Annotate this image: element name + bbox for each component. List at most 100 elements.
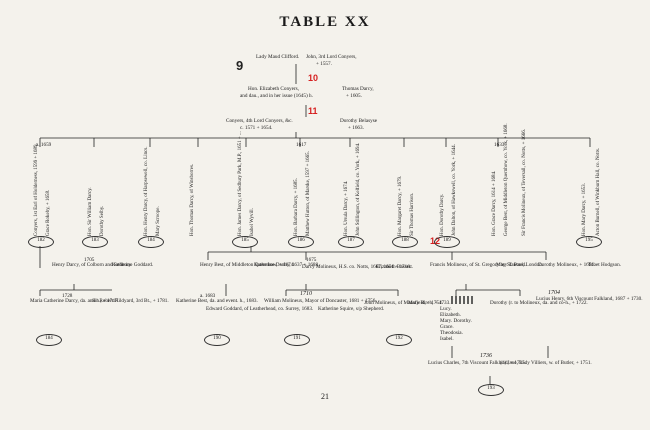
ref-number-193: 193 <box>487 386 495 391</box>
ref-number-195: 195 <box>585 238 593 243</box>
gen2-left-note: and dau., and in her issue (1645) h. <box>240 93 313 99</box>
gen4-child-19: Sir Francis Molineux, of Teversall, co. … <box>522 129 527 236</box>
ref-number-185: 185 <box>241 238 249 243</box>
ref-number-186: 186 <box>297 238 305 243</box>
gen6-edward-goddard: Edward Goddard, of Leatherhead, co. Surr… <box>206 306 314 312</box>
gen3-left: Conyers, 4th Lord Conyers, &c. <box>226 118 293 124</box>
page-title: TABLE XX <box>279 14 371 30</box>
gen4-child-11: Hon. Ursula Darcy, + 1674. <box>344 180 349 236</box>
gen5-katherine-danby: Katherine Danby, 1637 + 1688. <box>254 262 320 268</box>
gen4-child-14: Sir Thomas Harrison. <box>410 192 415 236</box>
gen2-right-date: + 1605. <box>346 93 362 99</box>
gen4-child-12: John Stillington, of Kelfield, co. York,… <box>356 142 361 236</box>
ref-marker-191 <box>284 334 310 346</box>
gen6-lucius-henry: Lucius Henry, 6th Viscount Falkland, 168… <box>536 296 643 302</box>
gen6-william-molineux: William Molineux, Mayor of Doncaster, 16… <box>264 298 377 304</box>
gen4-child-16: John Dalton, of Hawkswell, co. York, + 1… <box>452 144 457 236</box>
ref-marker-187 <box>338 236 364 248</box>
gen3-right: Dorothy Belasyse <box>340 118 378 124</box>
gen5-katherine-goddard: Katherine Goddard. <box>112 262 154 268</box>
gen4-date-17: 1633 <box>494 142 505 148</box>
gen5-dorothy-molineux: Dorothy Molineux, + 1691. <box>538 262 596 268</box>
gen4-child-17: Hon. Grace Darcy, 1614 + 1684. <box>492 170 497 236</box>
gen4-child-10: Matthew Hutton, of Marske, 1597 + 1665. <box>306 151 311 236</box>
ref-marker-189 <box>434 236 460 248</box>
gen6-katherine-best: Katherine Best, da. and event. h., 1683. <box>176 298 258 304</box>
ref-marker-185 <box>232 236 258 248</box>
annotation-9: 9 <box>236 58 244 73</box>
gen5-darcy-molineux: Darcy Molineux, H.S. co. Notts, 1667, 16… <box>302 264 412 270</box>
gen5-henry-best: Henry Best, of Middleton Quernhow, + 167… <box>200 262 295 268</box>
annotation-11: 11 <box>308 106 318 116</box>
ref-marker-195 <box>576 236 602 248</box>
handwritten-1710: 1710 <box>300 291 312 297</box>
gen2-right: Thomas Darcy, <box>342 86 374 92</box>
ref-marker-184 <box>36 334 62 346</box>
gen4-child-21: Acton Burnell, of Winkburn Hall, co. Not… <box>596 147 601 236</box>
gen5-henry-darcy: Henry Darcy, of Colborn and Sedbury. <box>52 262 133 268</box>
ref-number-182: 182 <box>37 238 45 243</box>
annotation-10: 10 <box>308 73 319 83</box>
ref-marker-190 <box>204 334 230 346</box>
gen4-child-9: Hon. Barbara Darcy, + 1685. <box>294 178 299 236</box>
gen5-francis-molineux: Francis Molineux, of St. Gregory by St. … <box>430 262 544 268</box>
gen4-child-7: Hon. James Darcy, of Sedbury Park, M.P.,… <box>238 131 243 236</box>
gen6-katherine-squire: Katherine Squire, s/p Shepherd. <box>318 306 385 312</box>
ref-number-188: 188 <box>401 238 409 243</box>
gen4-child-18: George Best, of Middleton Quernhow, co. … <box>504 123 509 236</box>
gen4-child-8: Isabel Wyvill. <box>250 208 255 236</box>
gen1-right: John, 3rd Lord Conyers, <box>306 54 357 60</box>
ref-marker-186 <box>288 236 314 248</box>
gen7-jane-lady-villiers: (1) Jane, Lady Villiers, w. of Butler, +… <box>500 360 592 366</box>
ref-number-190: 190 <box>213 336 221 341</box>
gen6-date-a1683: a. 1683 <box>200 293 216 299</box>
gen4-child-20: Hon. Mary Darcy, + 1653. <box>582 183 587 236</box>
gen5-date-1705: 1705 <box>84 257 95 263</box>
gen4-child-3: Dorothy Selby. <box>100 205 105 236</box>
gen6-dorothy-molineux: Dorothy (r. to Molineux, da. and co-h., … <box>490 300 588 306</box>
gen4-date-0: a. 1659 <box>36 142 52 148</box>
gen1-left: Lady Maud Clifford. <box>256 54 300 60</box>
ref-number-191: 191 <box>293 336 301 341</box>
gen2-left: Hon. Elizabeth Conyers, <box>248 86 299 92</box>
gen4-child-1: Grace Rokeby, + 1658. <box>46 189 51 236</box>
gen6-lucy-sisters: Lucy. Elizabeth. Mary. Dorothy. Grace. T… <box>440 306 472 342</box>
ref-marker-184 <box>138 236 164 248</box>
gen5-mary-tancred: Mary Tancred. <box>496 262 527 268</box>
gen4-child-15: Hon. Dorothy Darcy. <box>440 193 445 236</box>
ref-marker-183 <box>82 236 108 248</box>
gen7-lucius-charles: Lucius Charles, 7th Viscount Falkland, +… <box>428 360 527 366</box>
gen3-right-date: + 1663. <box>348 125 364 131</box>
gen6-maria-catherine-darcy: Maria Catherine Darcy, da. and h., + 174… <box>30 298 119 304</box>
gen5-date-1675: 1675 <box>306 257 317 263</box>
ref-number-192: 192 <box>395 336 403 341</box>
gen3-left-date: c. 1571 + 1654. <box>240 125 273 131</box>
gen5-elizabeth-bassett: Elizabeth Bassett. <box>376 264 414 270</box>
ref-number-187: 187 <box>347 238 355 243</box>
gen4-child-5: Mary Scroope. <box>156 206 161 236</box>
ref-number-184: 184 <box>147 238 155 243</box>
gen4-child-2: Hon. Sir William Darcy. <box>88 187 93 236</box>
ref-marker-182 <box>28 236 54 248</box>
handwritten-1704: 1704 <box>548 290 560 296</box>
gen6-date-1728: 1728 <box>62 293 73 299</box>
gen1-right-date: + 1557. <box>316 61 332 67</box>
ref-number-189: 189 <box>443 238 451 243</box>
ref-marker-192 <box>386 334 412 346</box>
gen6-sir-robert-hildyard: Sir Robert Hildyard, 3rd Bt., + 1781. <box>92 298 169 304</box>
gen4-child-0: Conyers, 1st Earl of Holderness, 1599 + … <box>34 143 39 236</box>
page-number: 21 <box>321 392 329 401</box>
gen4-child-13: Hon. Margaret Darcy, + 1679. <box>398 175 403 236</box>
ref-number-184: 184 <box>45 336 53 341</box>
ref-number-183: 183 <box>91 238 99 243</box>
gen6-mary-birch: Mary Birch, + 1733. <box>408 300 451 306</box>
ref-marker-188 <box>392 236 418 248</box>
gen6-john-molineux: John Molineux, of Mansfield, + 1754. <box>364 300 444 306</box>
ref-marker-193 <box>478 384 504 396</box>
gen4-child-6: Hon. Thomas Darcy, of Winsborres. <box>190 163 195 236</box>
gen5-tobet-hodgson: Tobet Hodgson. <box>588 262 622 268</box>
gen4-child-4: Hon. Henry Darcy, of Harpsewell, co. Lin… <box>144 146 149 236</box>
handwritten-1736: 1736 <box>480 353 492 359</box>
gen4-date-9: 1617 <box>296 142 307 148</box>
